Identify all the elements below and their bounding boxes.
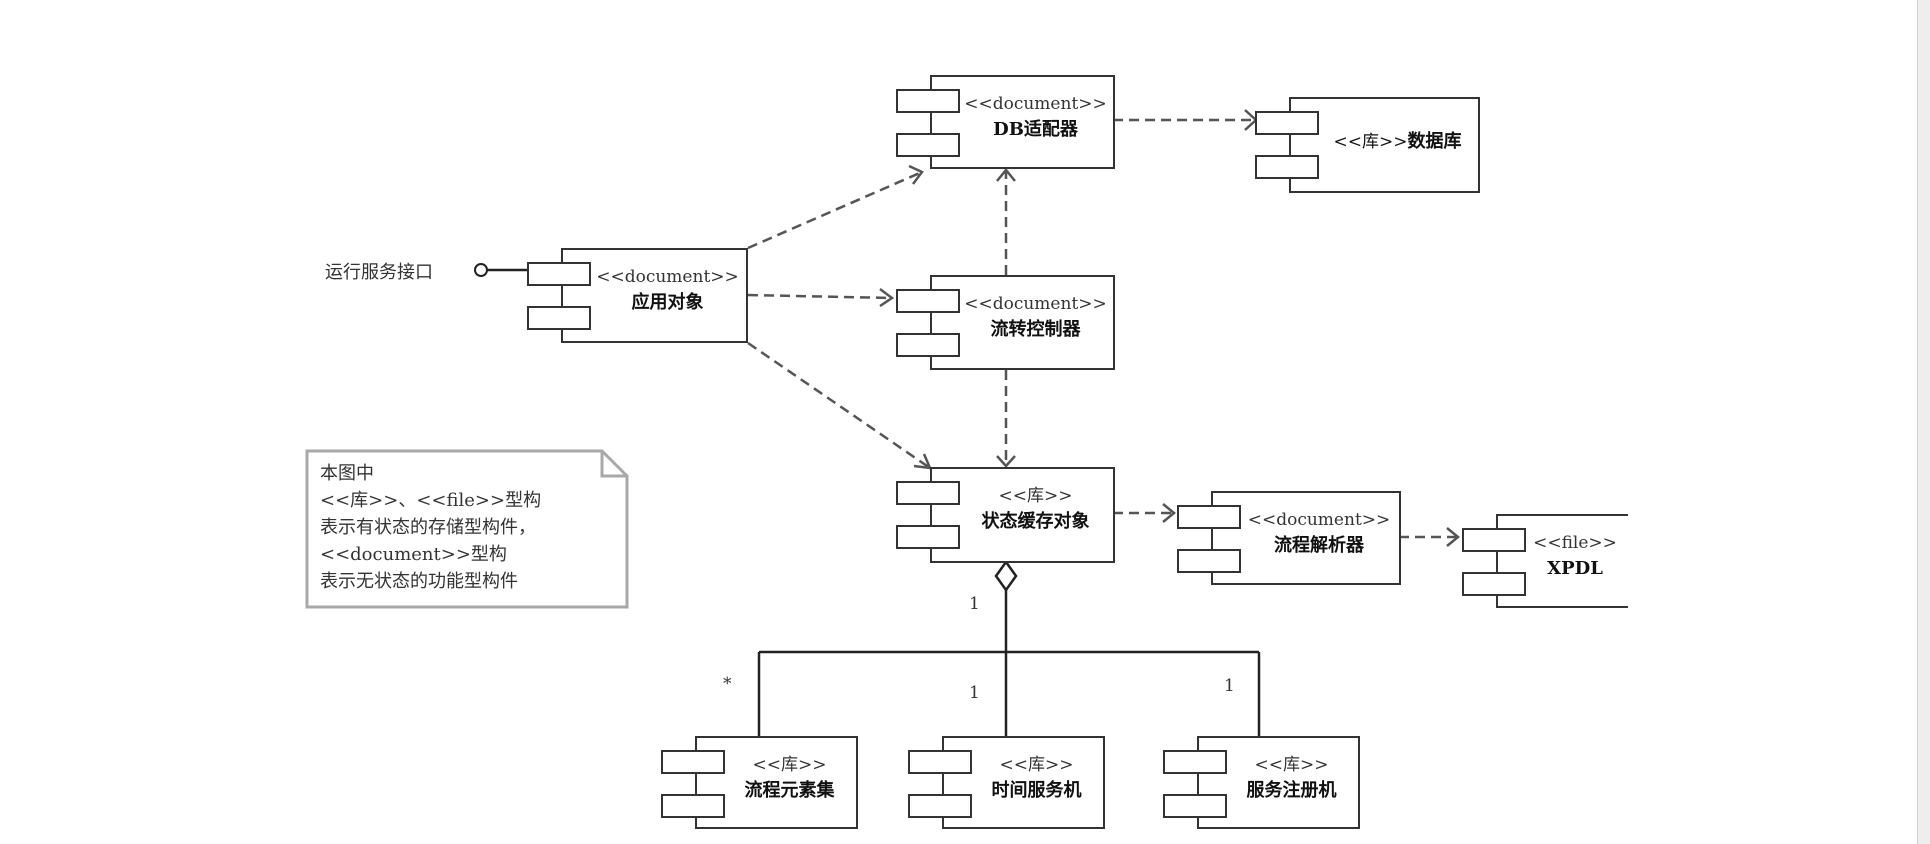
component-name: 数据库	[1407, 131, 1462, 152]
stereotype-label: <<document>>	[596, 267, 739, 287]
component-flow-elements[interactable]: <<库>> 流程元素集	[661, 736, 858, 829]
dep-app-to-db-adapter	[747, 170, 923, 250]
stereotype-label: <<库>>	[1333, 132, 1408, 152]
stereotype-label: <<库>>	[998, 486, 1073, 506]
note-line: 表示无状态的功能型构件	[320, 571, 518, 592]
component-tab-icon	[1462, 528, 1526, 552]
component-tab-icon	[896, 133, 960, 157]
component-tab-icon	[896, 525, 960, 549]
component-xpdl[interactable]: <<file>> XPDL	[1462, 514, 1628, 608]
stereotype-label: <<库>>	[999, 755, 1074, 775]
component-tab-icon	[1255, 155, 1319, 179]
component-tab-icon	[1163, 794, 1227, 818]
aggregation-diamond-icon	[994, 559, 1018, 593]
component-name: 应用对象	[631, 292, 704, 313]
component-tab-icon	[527, 306, 591, 330]
arrowhead-db-adapter-from-controller	[996, 168, 1016, 182]
component-tab-icon	[896, 89, 960, 113]
component-tab-icon	[527, 262, 591, 286]
component-tab-icon	[661, 750, 725, 774]
dep-app-to-state-cache	[747, 341, 931, 470]
component-tab-icon	[1462, 572, 1526, 596]
multiplicity-flow-elements: *	[723, 674, 732, 694]
note-text: 本图中 <<库>>、<<file>>型构 表示有状态的存储型构件， <<docu…	[320, 460, 541, 595]
component-state-cache[interactable]: <<库>> 状态缓存对象	[896, 467, 1115, 563]
component-app-object[interactable]: <<document>> 应用对象	[527, 248, 748, 343]
note-line: <<document>>型构	[320, 544, 507, 565]
arrowhead-flow-controller	[879, 288, 895, 308]
component-tab-icon	[896, 289, 960, 313]
stereotype-label: <<库>>	[752, 755, 827, 775]
component-db-adapter[interactable]: <<document>> DB适配器	[896, 75, 1115, 169]
provided-interface-icon	[474, 263, 488, 277]
stereotype-label: <<document>>	[1247, 510, 1391, 530]
note-line: <<库>>、<<file>>型构	[320, 490, 542, 511]
component-tab-icon	[908, 750, 972, 774]
component-tab-icon	[1177, 549, 1241, 573]
note-line: 本图中	[320, 463, 374, 484]
component-tab-icon	[896, 333, 960, 357]
multiplicity-service-registry: 1	[1224, 676, 1235, 696]
component-name: 流转控制器	[990, 319, 1081, 340]
component-name: 状态缓存对象	[981, 511, 1090, 532]
arrowhead-db-adapter	[908, 164, 924, 185]
interface-label: 运行服务接口	[325, 262, 433, 283]
note-line: 表示有状态的存储型构件，	[320, 517, 536, 538]
component-tab-icon	[1255, 111, 1319, 135]
stereotype-label: <<document>>	[964, 94, 1107, 114]
component-name: DB适配器	[993, 119, 1078, 140]
multiplicity-aggregate-end: 1	[969, 594, 980, 614]
component-tab-icon	[661, 794, 725, 818]
component-tab-icon	[1177, 505, 1241, 529]
component-time-server[interactable]: <<库>> 时间服务机	[908, 736, 1105, 829]
component-tab-icon	[908, 794, 972, 818]
component-name: 流程元素集	[744, 780, 835, 801]
page-edge-scrollbar[interactable]	[1917, 0, 1930, 844]
component-name: 服务注册机	[1246, 780, 1337, 801]
component-name: 时间服务机	[991, 780, 1082, 801]
arrowhead-xpdl	[1446, 527, 1460, 547]
stereotype-label: <<document>>	[964, 294, 1107, 314]
stereotype-label: <<file>>	[1533, 533, 1617, 553]
component-flow-controller[interactable]: <<document>> 流转控制器	[896, 275, 1115, 370]
component-name: 流程解析器	[1274, 535, 1364, 556]
dep-app-to-flow-controller	[747, 293, 893, 300]
multiplicity-time-server: 1	[969, 683, 980, 703]
component-name: XPDL	[1547, 558, 1603, 579]
component-service-registry[interactable]: <<库>> 服务注册机	[1163, 736, 1360, 829]
stereotype-label: <<库>>	[1254, 755, 1329, 775]
arrowhead-flow-parser	[1162, 503, 1176, 523]
component-flow-parser[interactable]: <<document>> 流程解析器	[1177, 491, 1401, 585]
note-shape	[305, 449, 629, 609]
component-tab-icon	[1163, 750, 1227, 774]
arrowhead-state-cache	[996, 455, 1016, 468]
component-database[interactable]: <<库>>数据库	[1255, 97, 1480, 193]
component-tab-icon	[896, 481, 960, 505]
